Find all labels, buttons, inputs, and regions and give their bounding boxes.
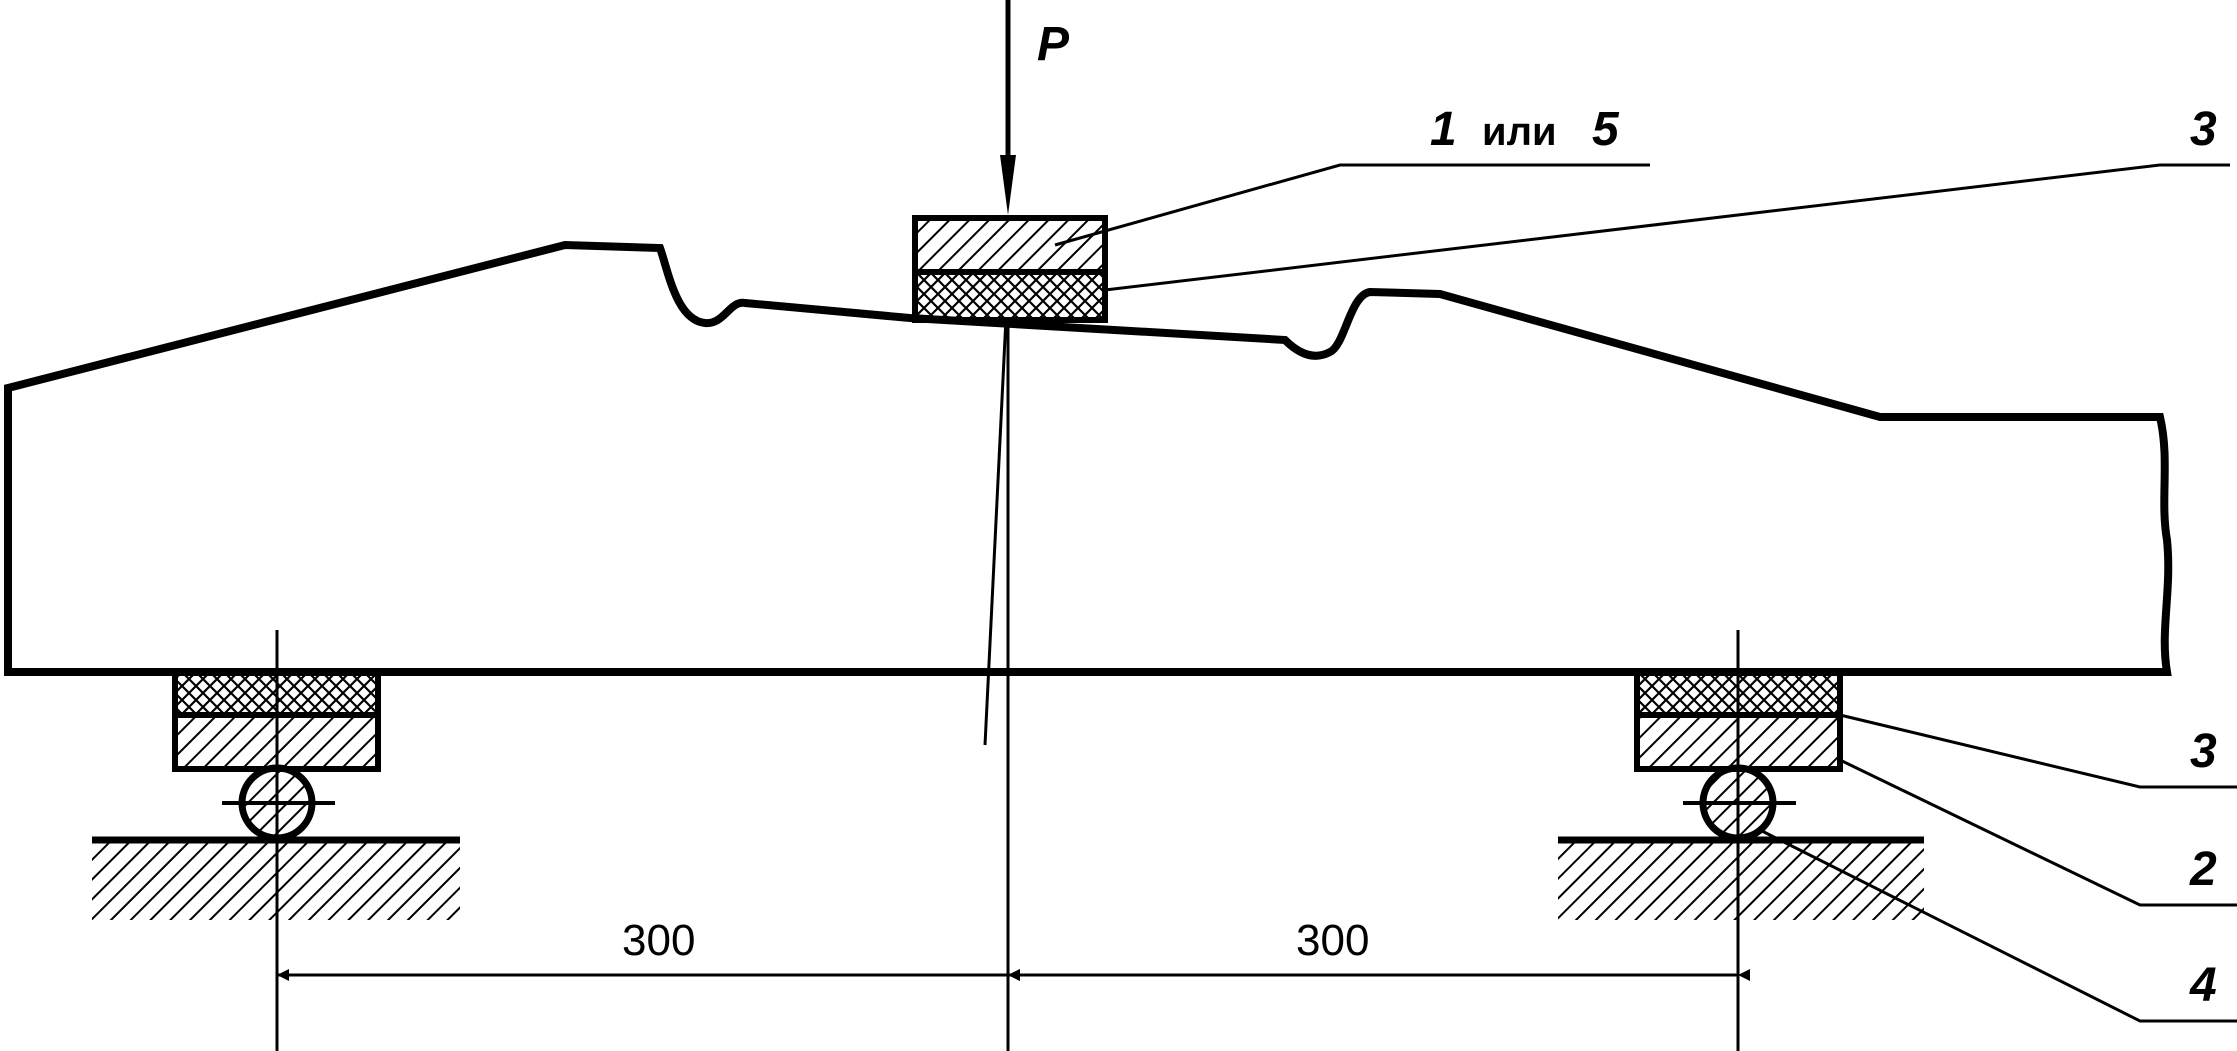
right-support <box>1558 630 1924 1051</box>
load-label: P <box>1037 18 1070 71</box>
top-callout-connector: или <box>1482 110 1557 154</box>
deflection-line <box>983 317 1008 746</box>
top-callout-5: 5 <box>1592 103 1620 156</box>
leader-top-pad-3 <box>1104 163 2230 292</box>
specimen-outline <box>3 240 2173 676</box>
callout-right-4: 4 <box>2189 959 2217 1012</box>
leader-right-3 <box>1839 713 2237 789</box>
left-support <box>92 630 460 1051</box>
callout-pad-top: 3 <box>2190 103 2217 156</box>
callout-right-3: 3 <box>2190 725 2217 778</box>
top-callout-1: 1 <box>1430 103 1457 156</box>
callout-right-2: 2 <box>2189 843 2217 896</box>
dimension-left-label: 300 <box>622 916 695 965</box>
dimension-right-label: 300 <box>1296 916 1369 965</box>
top-pad <box>912 215 1108 323</box>
load-arrow-head <box>1000 155 1016 215</box>
leader-right-2 <box>1839 758 2237 907</box>
leader-right-4 <box>1759 828 2237 1023</box>
leader-top-pad-1-or-5 <box>1054 163 1650 247</box>
